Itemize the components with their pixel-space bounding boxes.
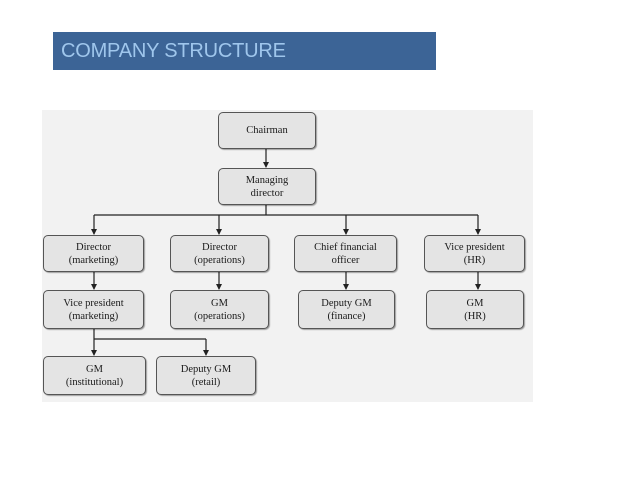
node-deputy-gm-finance-line-1: Deputy GM bbox=[321, 297, 372, 309]
node-vp-marketing: Vice president (marketing) bbox=[43, 290, 144, 329]
node-director-marketing-line-2: (marketing) bbox=[68, 254, 119, 266]
node-gm-institutional-line-2: (institutional) bbox=[65, 376, 124, 388]
node-gm-hr: GM (HR) bbox=[426, 290, 524, 329]
node-director-operations: Director (operations) bbox=[170, 235, 269, 272]
node-vp-marketing-line-1: Vice president bbox=[63, 297, 124, 309]
node-gm-operations-line-2: (operations) bbox=[194, 310, 245, 322]
node-director-operations-line-1: Director bbox=[202, 241, 237, 253]
node-deputy-gm-finance: Deputy GM (finance) bbox=[298, 290, 395, 329]
slide-title: COMPANY STRUCTURE bbox=[61, 40, 286, 62]
node-vp-hr-line-2: (HR) bbox=[463, 254, 486, 266]
node-director-marketing-line-1: Director bbox=[76, 241, 111, 253]
node-gm-institutional: GM (institutional) bbox=[43, 356, 146, 395]
org-chart: Chairman Managing director Director (mar… bbox=[42, 110, 533, 402]
node-vp-marketing-line-2: (marketing) bbox=[68, 310, 119, 322]
node-director-marketing: Director (marketing) bbox=[43, 235, 144, 272]
node-gm-operations: GM (operations) bbox=[170, 290, 269, 329]
node-deputy-gm-retail-line-2: (retail) bbox=[191, 376, 221, 388]
node-vp-hr-line-1: Vice president bbox=[444, 241, 505, 253]
node-deputy-gm-retail-line-1: Deputy GM bbox=[180, 363, 232, 375]
node-deputy-gm-finance-line-2: (finance) bbox=[327, 310, 366, 322]
node-gm-hr-line-2: (HR) bbox=[464, 310, 486, 322]
node-cfo-line-1: Chief financial bbox=[314, 241, 377, 253]
node-deputy-gm-retail: Deputy GM (retail) bbox=[156, 356, 256, 395]
node-managing-director: Managing director bbox=[218, 168, 316, 205]
node-gm-operations-line-1: GM bbox=[211, 297, 228, 309]
node-managing-director-line-2: director bbox=[250, 187, 284, 199]
node-cfo: Chief financial officer bbox=[294, 235, 397, 272]
node-gm-hr-line-1: GM bbox=[466, 297, 484, 309]
node-cfo-line-2: officer bbox=[331, 254, 360, 266]
org-chart-connectors bbox=[91, 149, 481, 356]
node-chairman: Chairman bbox=[218, 112, 316, 149]
node-managing-director-line-1: Managing bbox=[245, 174, 289, 186]
slide-title-bar: COMPANY STRUCTURE bbox=[53, 32, 436, 70]
node-gm-institutional-line-1: GM bbox=[86, 363, 103, 375]
node-vp-hr: Vice president (HR) bbox=[424, 235, 525, 272]
node-director-operations-line-2: (operations) bbox=[194, 254, 245, 266]
node-chairman-line-1: Chairman bbox=[246, 125, 288, 136]
